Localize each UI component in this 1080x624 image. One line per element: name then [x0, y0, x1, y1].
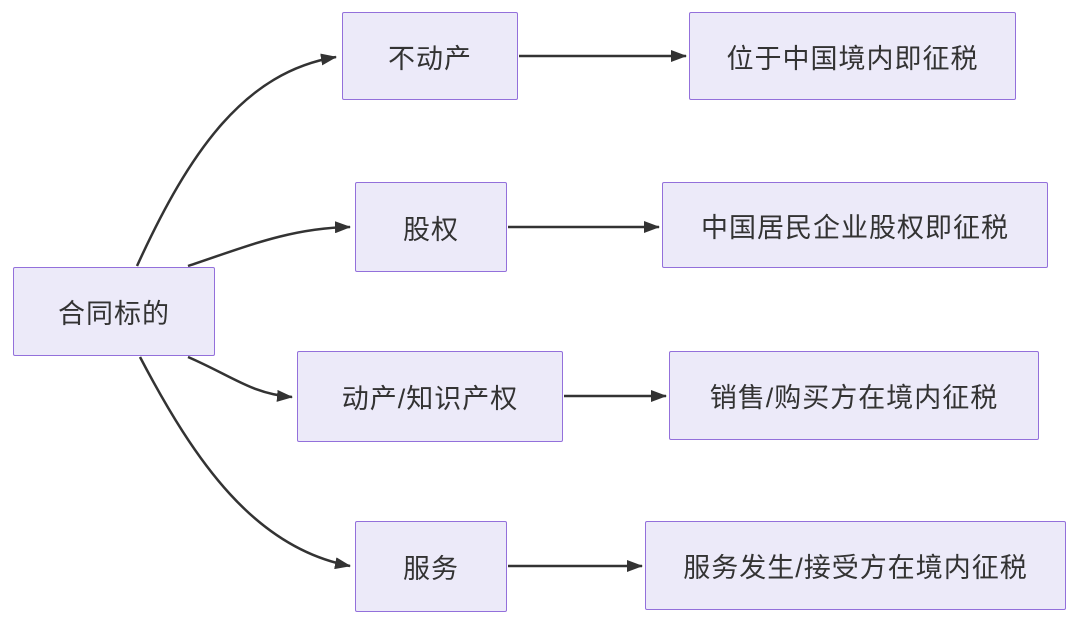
node-contract-subject: 合同标的	[13, 267, 215, 356]
node-rule-services: 服务发生/接受方在境内征税	[645, 521, 1066, 610]
edge-root-to-real-estate	[135, 53, 337, 267]
node-rule-movables-ip: 销售/购买方在境内征税	[669, 351, 1039, 440]
node-rule-equity: 中国居民企业股权即征税	[662, 182, 1048, 268]
edge-root-to-services	[138, 356, 351, 570]
edge-root-to-equity	[187, 221, 351, 268]
node-movables-ip: 动产/知识产权	[297, 351, 563, 442]
node-equity: 股权	[355, 182, 507, 272]
node-real-estate: 不动产	[342, 12, 518, 100]
node-rule-real-estate: 位于中国境内即征税	[689, 12, 1016, 100]
node-services: 服务	[355, 521, 507, 612]
edge-root-to-movables-ip	[187, 355, 293, 402]
